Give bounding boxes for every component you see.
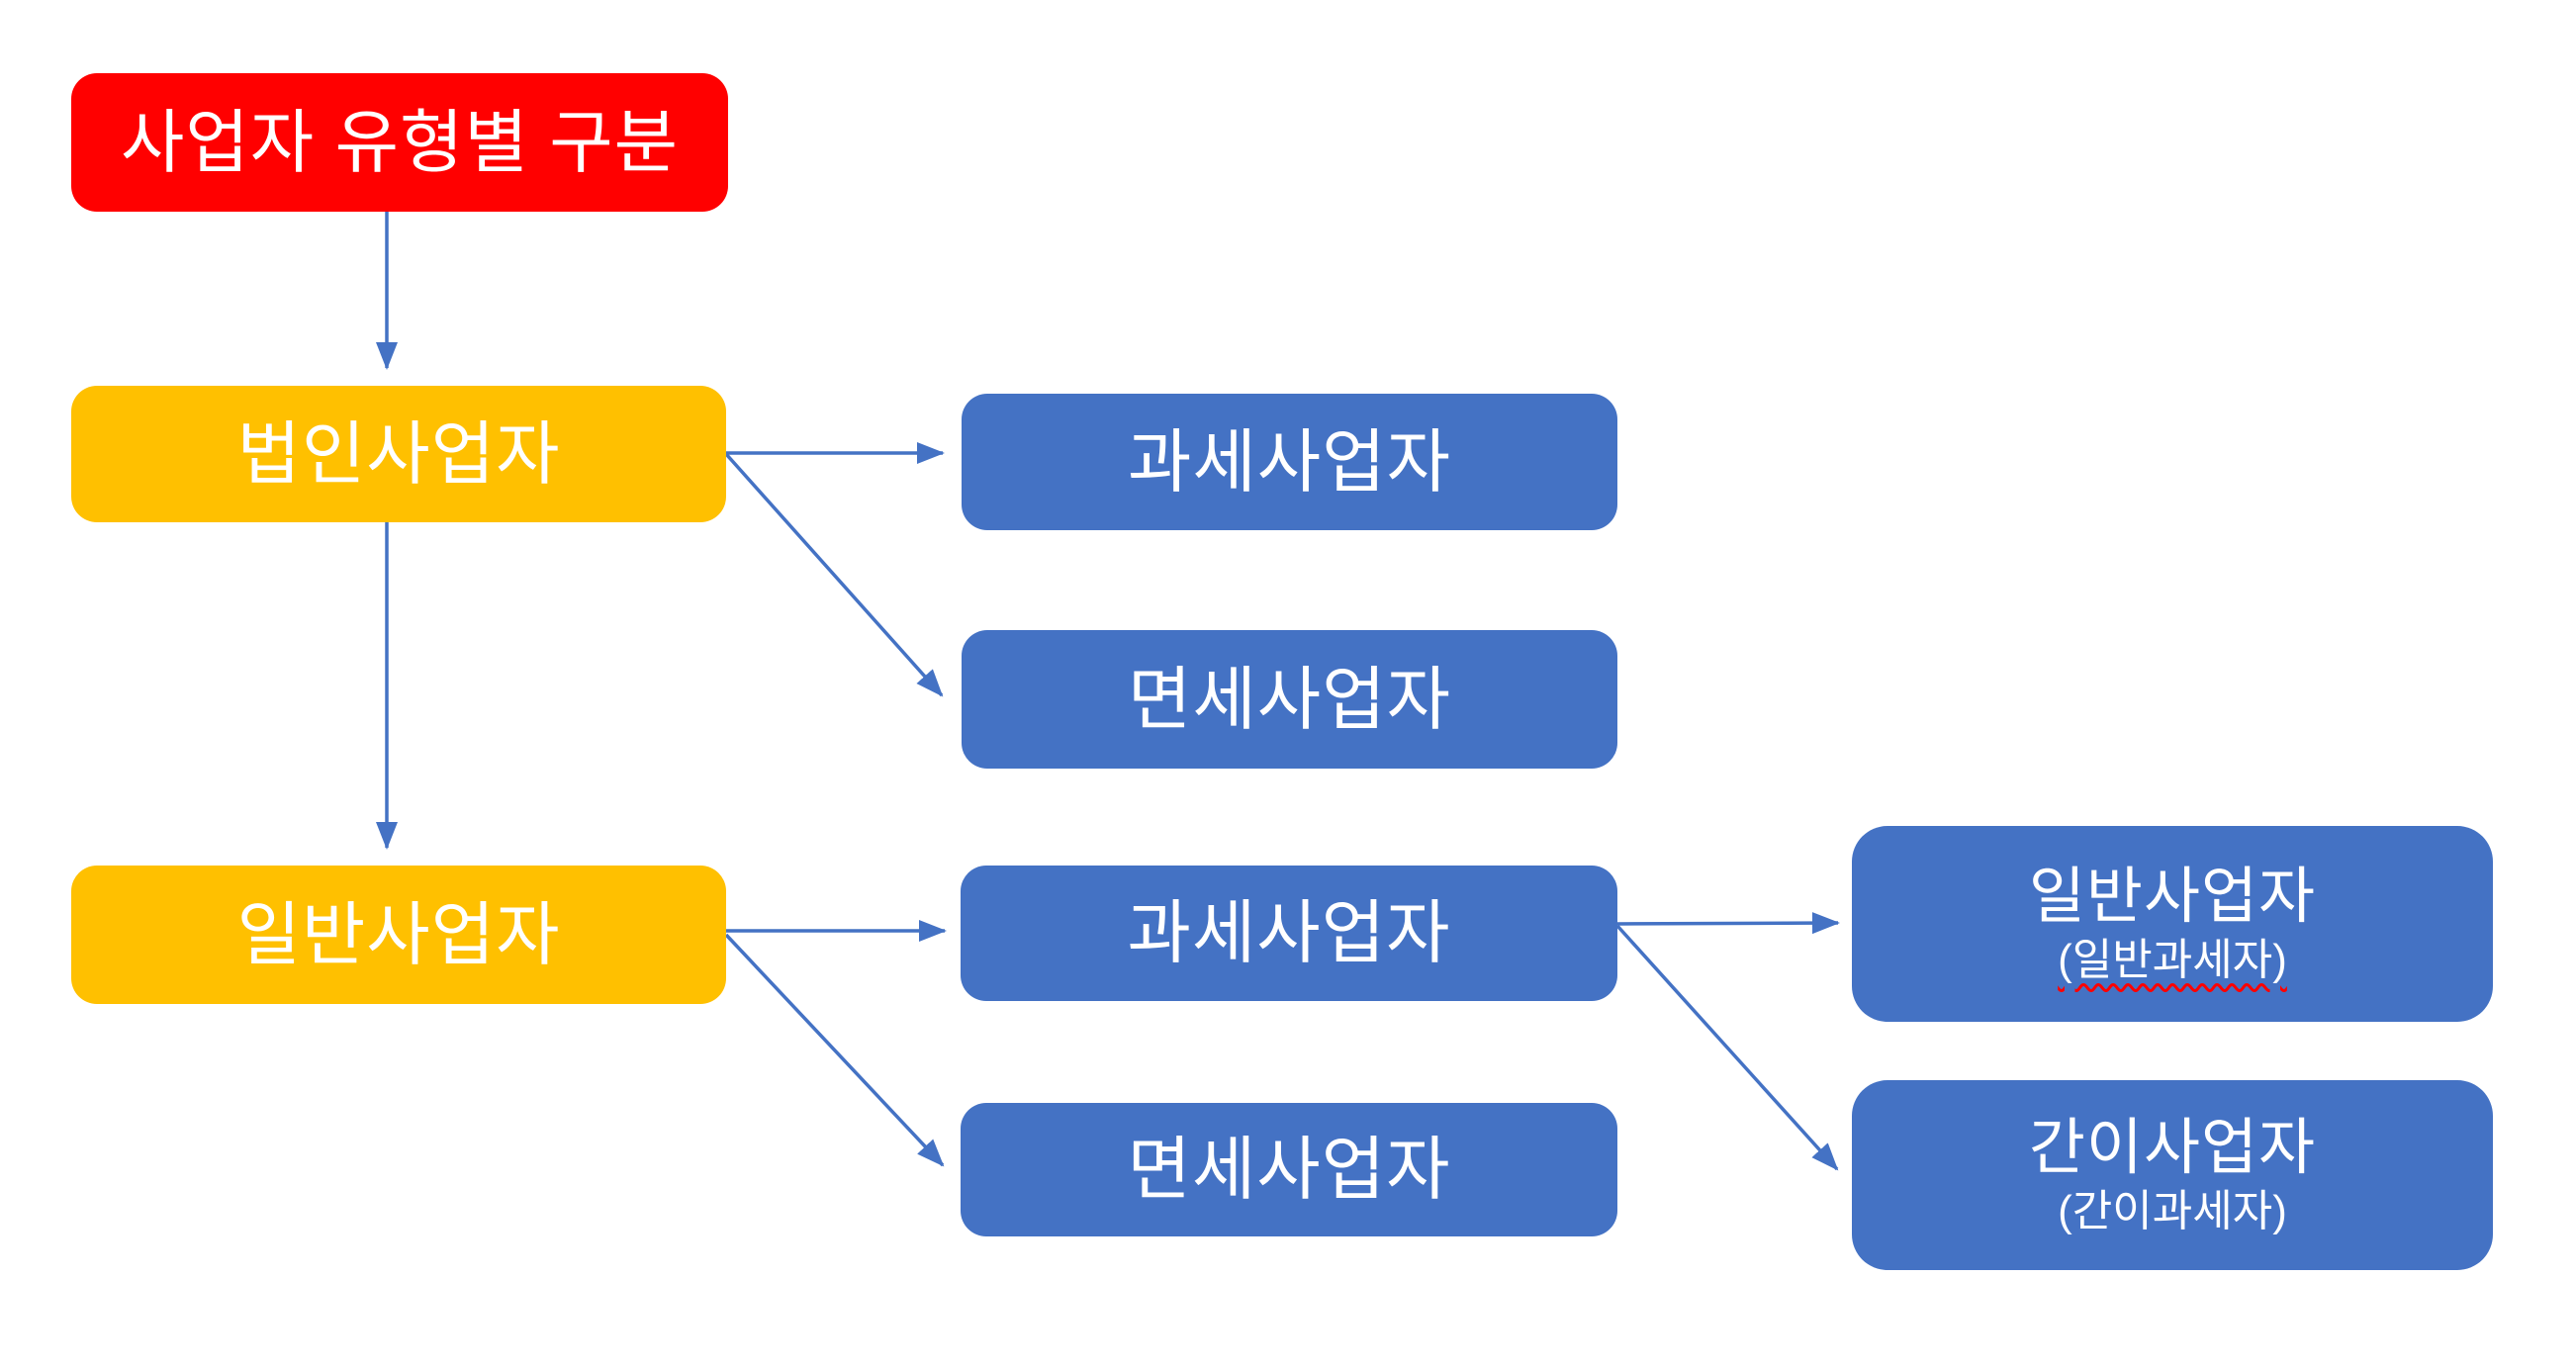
node-general-taxable-business: 과세사업자 (961, 866, 1617, 1001)
node-general-exempt-business: 면세사업자 (961, 1103, 1617, 1236)
node-corporate-business: 법인사업자 (71, 386, 726, 522)
edge-corporate-to-corporate-exempt (724, 452, 944, 697)
node-general-business: 일반사업자 (71, 866, 726, 1004)
node-general-business-label: 일반사업자 (236, 895, 561, 973)
node-simplified-taxpayer: 간이사업자 (간이과세자) (1852, 1080, 2493, 1270)
edge-general-taxable-to-general-taxpayer (1616, 912, 1840, 935)
node-corporate-taxable-business-label: 과세사업자 (1128, 422, 1451, 501)
node-general-taxpayer: 일반사업자 (일반과세자) (1852, 826, 2493, 1022)
node-title-label: 사업자 유형별 구분 (120, 103, 680, 181)
edge-general-to-general-exempt (724, 933, 945, 1167)
node-title: 사업자 유형별 구분 (71, 73, 728, 212)
edge-general-taxable-to-simplified-taxpayer (1615, 924, 1839, 1171)
node-general-exempt-business-label: 면세사업자 (1127, 1131, 1451, 1208)
node-general-taxpayer-sublabel: (일반과세자) (2058, 935, 2287, 984)
node-general-taxpayer-label: 일반사업자 (2028, 862, 2317, 931)
node-corporate-taxable-business: 과세사업자 (962, 394, 1617, 530)
node-simplified-taxpayer-label: 간이사업자 (2028, 1113, 2317, 1182)
node-corporate-exempt-business-label: 면세사업자 (1128, 660, 1451, 738)
node-general-taxable-business-label: 과세사업자 (1127, 894, 1451, 971)
node-corporate-business-label: 법인사업자 (236, 414, 561, 493)
node-corporate-exempt-business: 면세사업자 (962, 630, 1617, 769)
node-simplified-taxpayer-sublabel: (간이과세자) (2058, 1186, 2287, 1235)
